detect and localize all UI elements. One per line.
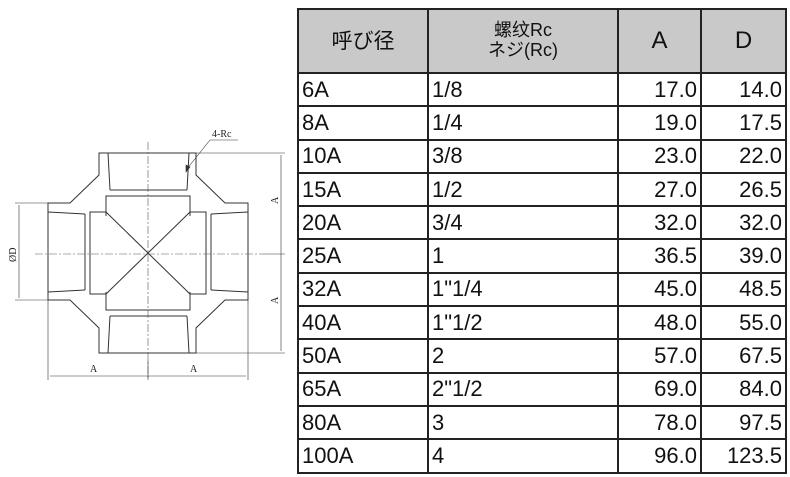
center-lines xyxy=(35,142,262,378)
cell-size: 20A xyxy=(297,205,429,241)
cell-d: 22.0 xyxy=(700,138,787,174)
cell-a: 78.0 xyxy=(617,404,702,441)
cell-thread: 3/8 xyxy=(427,138,619,174)
cell-size: 32A xyxy=(297,271,429,308)
cell-size: 40A xyxy=(297,305,429,341)
cell-a: 19.0 xyxy=(617,105,702,141)
cell-thread: 1 xyxy=(427,238,619,274)
dim-a-left: A xyxy=(90,364,98,375)
cell-thread: 1/4 xyxy=(427,105,619,141)
cell-size: 25A xyxy=(297,238,429,274)
cell-size: 15A xyxy=(297,171,429,208)
cell-a: 17.0 xyxy=(617,71,702,108)
cell-a: 36.5 xyxy=(617,238,702,274)
cell-a: 45.0 xyxy=(617,271,702,308)
cell-a: 69.0 xyxy=(617,371,702,407)
cell-thread: 2 xyxy=(427,338,619,374)
cell-d: 48.5 xyxy=(700,271,787,308)
cell-d: 55.0 xyxy=(700,305,787,341)
cell-thread: 1"1/2 xyxy=(427,305,619,341)
cell-a: 23.0 xyxy=(617,138,702,174)
cell-d: 97.5 xyxy=(700,404,787,441)
fitting-outline xyxy=(47,152,249,354)
cell-a: 96.0 xyxy=(617,438,702,474)
header-a: A xyxy=(617,8,702,74)
cell-size: 65A xyxy=(297,371,429,407)
header-d: D xyxy=(700,8,787,74)
cell-size: 6A xyxy=(297,71,429,108)
cell-d: 14.0 xyxy=(700,71,787,108)
cell-size: 50A xyxy=(297,338,429,374)
cell-d: 123.5 xyxy=(700,438,787,474)
cell-thread: 1/8 xyxy=(427,71,619,108)
cell-thread: 4 xyxy=(427,438,619,474)
cell-a: 32.0 xyxy=(617,205,702,241)
cell-d: 26.5 xyxy=(700,171,787,208)
cell-thread: 1"1/4 xyxy=(427,271,619,308)
dim-a-right: A xyxy=(190,364,198,375)
cell-thread: 3 xyxy=(427,404,619,441)
cell-a: 27.0 xyxy=(617,171,702,208)
cell-size: 100A xyxy=(297,438,429,474)
cell-size: 80A xyxy=(297,404,429,441)
header-size: 呼び径 xyxy=(297,8,429,74)
cell-d: 67.5 xyxy=(700,338,787,374)
cell-thread: 2"1/2 xyxy=(427,371,619,407)
cell-a: 48.0 xyxy=(617,305,702,341)
dim-a-upper: A xyxy=(270,196,281,204)
dimension-lines xyxy=(15,139,285,380)
cell-d: 39.0 xyxy=(700,238,787,274)
thread-callout: 4-Rc xyxy=(212,129,232,140)
cross-fitting-drawing: 4-Rc A A A A ØD xyxy=(8,129,285,380)
header-thread-line2: ネジ(Rc) xyxy=(488,40,558,60)
cell-d: 32.0 xyxy=(700,205,787,241)
cell-a: 57.0 xyxy=(617,338,702,374)
dim-diameter-d: ØD xyxy=(8,248,19,262)
cell-d: 84.0 xyxy=(700,371,787,407)
dim-a-lower: A xyxy=(270,296,281,304)
cell-thread: 3/4 xyxy=(427,205,619,241)
cell-size: 10A xyxy=(297,138,429,174)
cell-d: 17.5 xyxy=(700,105,787,141)
cell-thread: 1/2 xyxy=(427,171,619,208)
cell-size: 8A xyxy=(297,105,429,141)
header-thread-line1: 螺纹Rc xyxy=(494,20,552,41)
